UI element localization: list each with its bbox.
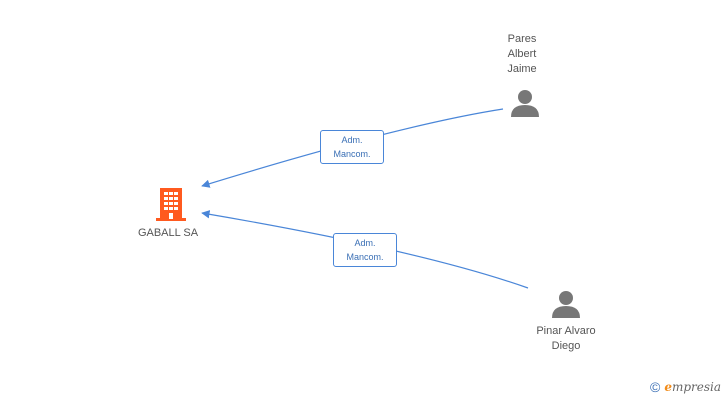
- building-icon[interactable]: [155, 187, 187, 221]
- person-icon[interactable]: [510, 88, 540, 118]
- brand-logo-initial: e: [664, 380, 672, 394]
- brand-logo: empresia: [664, 380, 721, 394]
- person-icon[interactable]: [551, 289, 581, 319]
- edge-1-role-label: Adm. Mancom.: [320, 130, 384, 164]
- person-2-label[interactable]: Pinar Alvaro Diego: [536, 325, 596, 352]
- company-label[interactable]: GABALL SA: [137, 227, 199, 239]
- copyright-icon: ©: [650, 379, 661, 395]
- brand-logo-text: mpresia: [671, 380, 722, 394]
- person-1-label[interactable]: Pares Albert Jaime: [507, 33, 537, 75]
- brand-watermark: © empresia: [650, 379, 721, 395]
- edge-2-role-label: Adm. Mancom.: [333, 233, 397, 267]
